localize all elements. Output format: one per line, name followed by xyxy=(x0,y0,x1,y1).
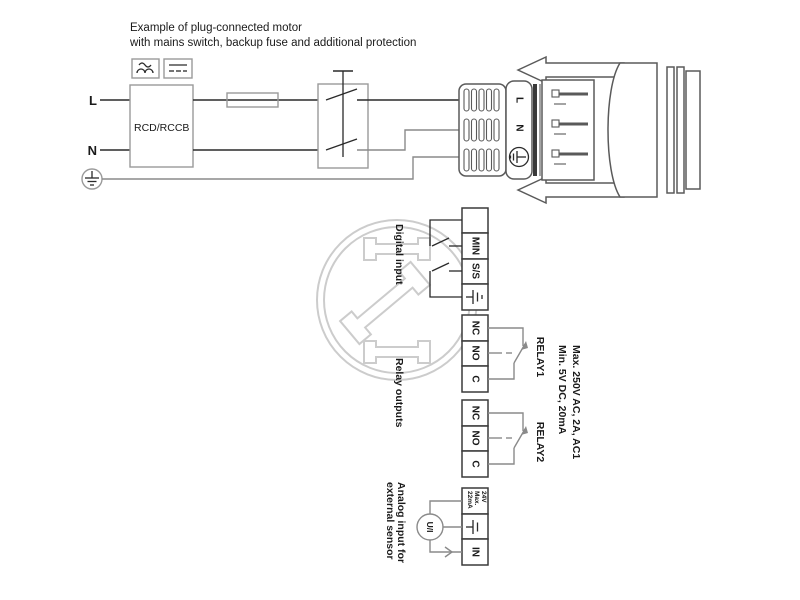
relay1-label: RELAY1 xyxy=(534,337,546,378)
relay2-c-label: C xyxy=(470,460,481,467)
terminal-22ma-label: 22mA xyxy=(466,491,473,509)
plug-ring-1 xyxy=(666,66,675,194)
terminal-gnd xyxy=(461,513,489,540)
terminal-in-label: IN xyxy=(470,547,481,557)
fuse-symbol xyxy=(226,92,279,108)
plug-body xyxy=(607,62,658,198)
relay-rating-line2: Min. 5V DC, 20mA xyxy=(556,345,568,435)
relay1-nc-label: NC xyxy=(470,321,481,335)
signal-arrow-icon xyxy=(444,546,454,558)
plug-pin-housing xyxy=(541,79,595,181)
plug-end-cap xyxy=(685,70,701,190)
terminal-earth-icon xyxy=(466,290,483,304)
rcd-rccb-box xyxy=(129,84,194,168)
external-sensor-symbol: U/I xyxy=(416,500,462,558)
relay-rating-line1: Max. 250V AC, 2A, AC1 xyxy=(570,345,582,459)
relay-outputs-label: Relay outputs xyxy=(393,358,405,428)
plug-latch-bottom xyxy=(516,175,625,205)
terminal-max-label: Max. xyxy=(473,491,480,506)
earth-symbol-icon xyxy=(81,168,103,190)
plug-n-terminal-label: N xyxy=(514,124,525,131)
pulsating-current-icon xyxy=(131,58,160,79)
mains-switch xyxy=(317,70,369,169)
plug-earth-icon xyxy=(508,146,530,168)
analog-input-section: Analog input for external sensor 24V Max… xyxy=(384,482,489,566)
digital-input-label: Digital input xyxy=(393,224,405,285)
relay1-terminal-c xyxy=(461,365,489,393)
title-line1: Example of plug-connected motor xyxy=(130,22,302,34)
plug-pins xyxy=(551,89,588,165)
mains-circuit: L N RCD/RCCB xyxy=(81,58,462,190)
digital-input-switches xyxy=(429,219,462,298)
relay2-label: RELAY2 xyxy=(534,422,546,463)
terminal-earth xyxy=(461,283,489,311)
plug-separator-band xyxy=(533,84,537,176)
digital-input-section: Digital input MIN S/S xyxy=(393,207,489,311)
analog-input-label-line2: external sensor xyxy=(384,482,396,560)
plug-latch-top xyxy=(516,55,625,85)
motor-plug: L N xyxy=(458,55,701,205)
relay1-contact-symbol xyxy=(488,327,528,380)
neutral-n-label: N xyxy=(88,143,97,158)
title: Example of plug-connected motor with mai… xyxy=(129,22,416,49)
line-l-label: L xyxy=(89,93,97,108)
sensor-ui-label: U/I xyxy=(425,522,435,533)
terminal-ss-label: S/S xyxy=(470,263,481,279)
plug-ring-2 xyxy=(676,66,685,194)
title-line2: with mains switch, backup fuse and addit… xyxy=(129,37,416,49)
relay2-nc-label: NC xyxy=(470,406,481,420)
terminal-gnd-icon xyxy=(466,520,479,534)
dc-current-icon xyxy=(163,58,193,79)
relay1-no-label: NO xyxy=(470,346,481,361)
relay1-c-label: C xyxy=(470,375,481,382)
terminal-blank xyxy=(461,207,489,234)
terminal-min-label: MIN xyxy=(470,237,481,255)
plug-grip-slots xyxy=(463,88,500,172)
plug-label-strip xyxy=(505,80,533,180)
relay-outputs-section: Relay outputs NC NO C RELAY1 NC NO C xyxy=(393,314,582,478)
analog-input-label-line1: Analog input for xyxy=(395,482,407,563)
terminal-24v-label: 24V xyxy=(480,491,487,503)
plug-l-terminal-label: L xyxy=(514,97,525,103)
relay2-no-label: NO xyxy=(470,431,481,446)
relay2-contact-symbol xyxy=(488,412,528,465)
rcd-rccb-label: RCD/RCCB xyxy=(134,122,189,134)
